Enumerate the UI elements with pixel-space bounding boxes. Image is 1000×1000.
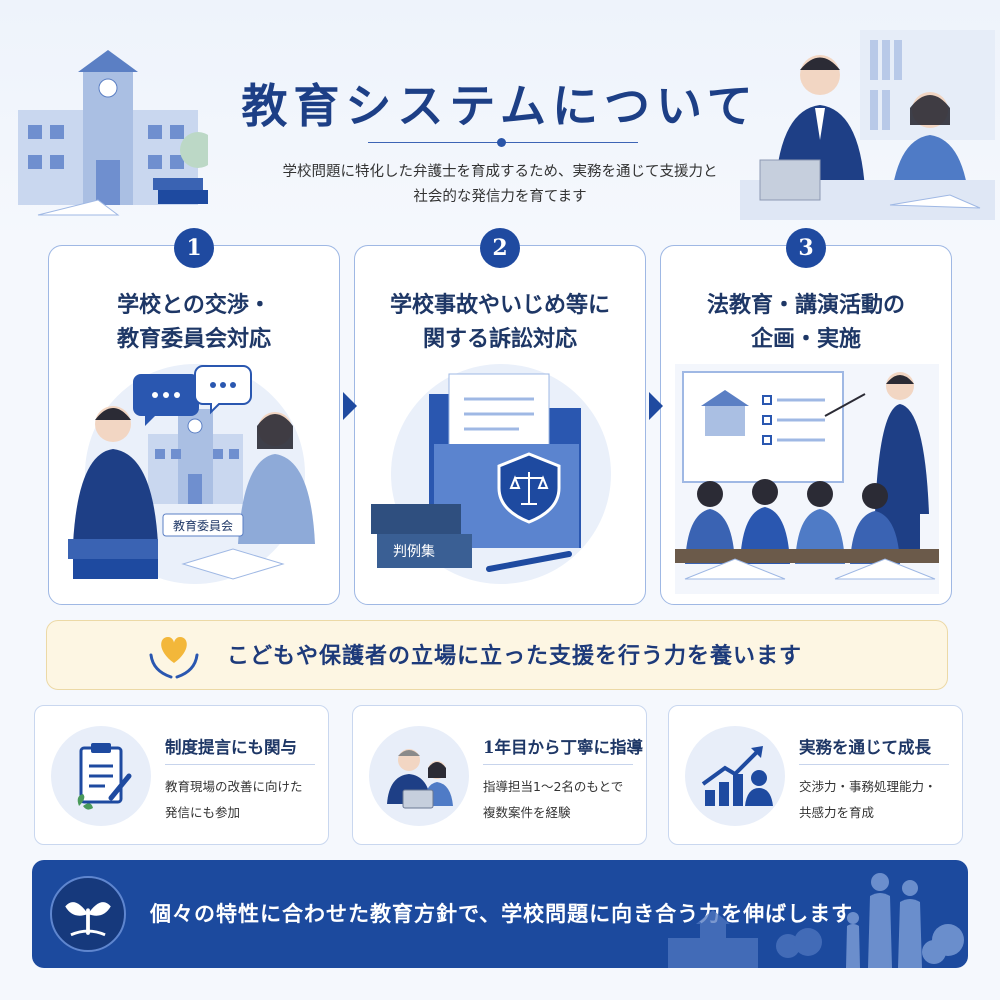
casebook-label: 判例集	[393, 543, 435, 560]
step-title-1-line-1: 学校との交渉・	[117, 292, 271, 318]
page-title: 教育システムについて	[241, 79, 759, 133]
feature-card-policy: 制度提言にも関与 教育現場の改善に向けた 発信にも参加	[34, 705, 329, 845]
feature-description: 交渉力・事務処理能力・ 共感力を育成	[799, 774, 937, 826]
feature-icon-circle	[685, 726, 785, 826]
sprout-icon	[65, 902, 111, 937]
step-title-3-line-1: 法教育・講演活動の	[706, 292, 905, 318]
feature-divider	[165, 764, 315, 765]
feature-description-line-1: 交渉力・事務処理能力・	[799, 779, 937, 794]
committee-sign-label: 教育委員会	[173, 518, 233, 533]
step-title-1: 学校との交渉・ 教育委員会対応	[49, 288, 339, 356]
title-divider-dot	[497, 138, 506, 147]
step-arrow-right-icon	[649, 392, 663, 420]
step-number-2: 2	[480, 228, 520, 268]
banner-text: こどもや保護者の立場に立った支援を行う力を養います	[227, 643, 803, 669]
lecture-illustration	[675, 364, 939, 594]
feature-description-line-1: 指導担当1〜2名のもとで	[483, 779, 624, 794]
school-building-illustration	[18, 50, 208, 216]
heart-hands-icon	[149, 637, 199, 679]
feature-description-line-1: 教育現場の改善に向けた	[165, 779, 303, 794]
step-title-2-line-2: 関する訴訟対応	[422, 326, 577, 352]
step-number-3: 3	[786, 228, 826, 268]
legal-folder-illustration: 判例集	[371, 364, 611, 584]
feature-divider	[799, 764, 949, 765]
step-card-1: 学校との交渉・ 教育委員会対応 教育委員会	[48, 245, 340, 605]
footer-banner: 個々の特性に合わせた教育方針で、学校問題に向き合う力を伸ばします	[32, 860, 968, 968]
feature-description-line-2: 発信にも参加	[165, 805, 241, 820]
step-title-1-line-2: 教育委員会対応	[116, 326, 271, 352]
subtitle-line-1: 学校問題に特化した弁護士を育成するため、実務を通じて支援力と	[282, 164, 718, 180]
clipboard-pen-icon	[77, 743, 132, 810]
lawyers-illustration	[740, 30, 995, 220]
mentoring-icon	[387, 749, 453, 809]
feature-card-growth: 実務を通じて成長 交渉力・事務処理能力・ 共感力を育成	[668, 705, 963, 845]
feature-title: 1年目から丁寧に指導	[483, 738, 643, 757]
step-arrow-right-icon	[343, 392, 357, 420]
feature-title: 制度提言にも関与	[165, 738, 297, 757]
feature-description-line-2: 複数案件を経験	[483, 805, 571, 820]
support-banner: こどもや保護者の立場に立った支援を行う力を養います	[46, 620, 948, 690]
step-title-2-line-1: 学校事故やいじめ等に	[389, 292, 610, 318]
feature-icon-circle	[51, 726, 151, 826]
negotiation-illustration: 教育委員会	[68, 364, 315, 584]
feature-title: 実務を通じて成長	[799, 738, 931, 757]
footer-icon-circle	[50, 876, 126, 952]
step-card-3: 法教育・講演活動の 企画・実施	[660, 245, 952, 605]
step-number-1: 1	[174, 228, 214, 268]
feature-description: 教育現場の改善に向けた 発信にも参加	[165, 774, 303, 826]
step-card-2: 学校事故やいじめ等に 関する訴訟対応 判例集	[354, 245, 646, 605]
growth-chart-icon	[701, 746, 773, 806]
feature-description-line-2: 共感力を育成	[799, 805, 875, 820]
feature-description: 指導担当1〜2名のもとで 複数案件を経験	[483, 774, 623, 826]
family-school-silhouette	[668, 873, 964, 968]
subtitle-line-2: 社会的な発信力を育てます	[413, 189, 587, 205]
footer-text: 個々の特性に合わせた教育方針で、学校問題に向き合う力を伸ばします	[150, 901, 854, 926]
feature-card-mentoring: 1年目から丁寧に指導 指導担当1〜2名のもとで 複数案件を経験	[352, 705, 647, 845]
step-title-3-line-2: 企画・実施	[750, 326, 861, 352]
step-title-2: 学校事故やいじめ等に 関する訴訟対応	[355, 288, 645, 356]
feature-icon-circle	[369, 726, 469, 826]
step-title-3: 法教育・講演活動の 企画・実施	[661, 288, 951, 356]
page-subtitle: 学校問題に特化した弁護士を育成するため、実務を通じて支援力と 社会的な発信力を育…	[0, 160, 1000, 210]
feature-divider	[483, 764, 633, 765]
